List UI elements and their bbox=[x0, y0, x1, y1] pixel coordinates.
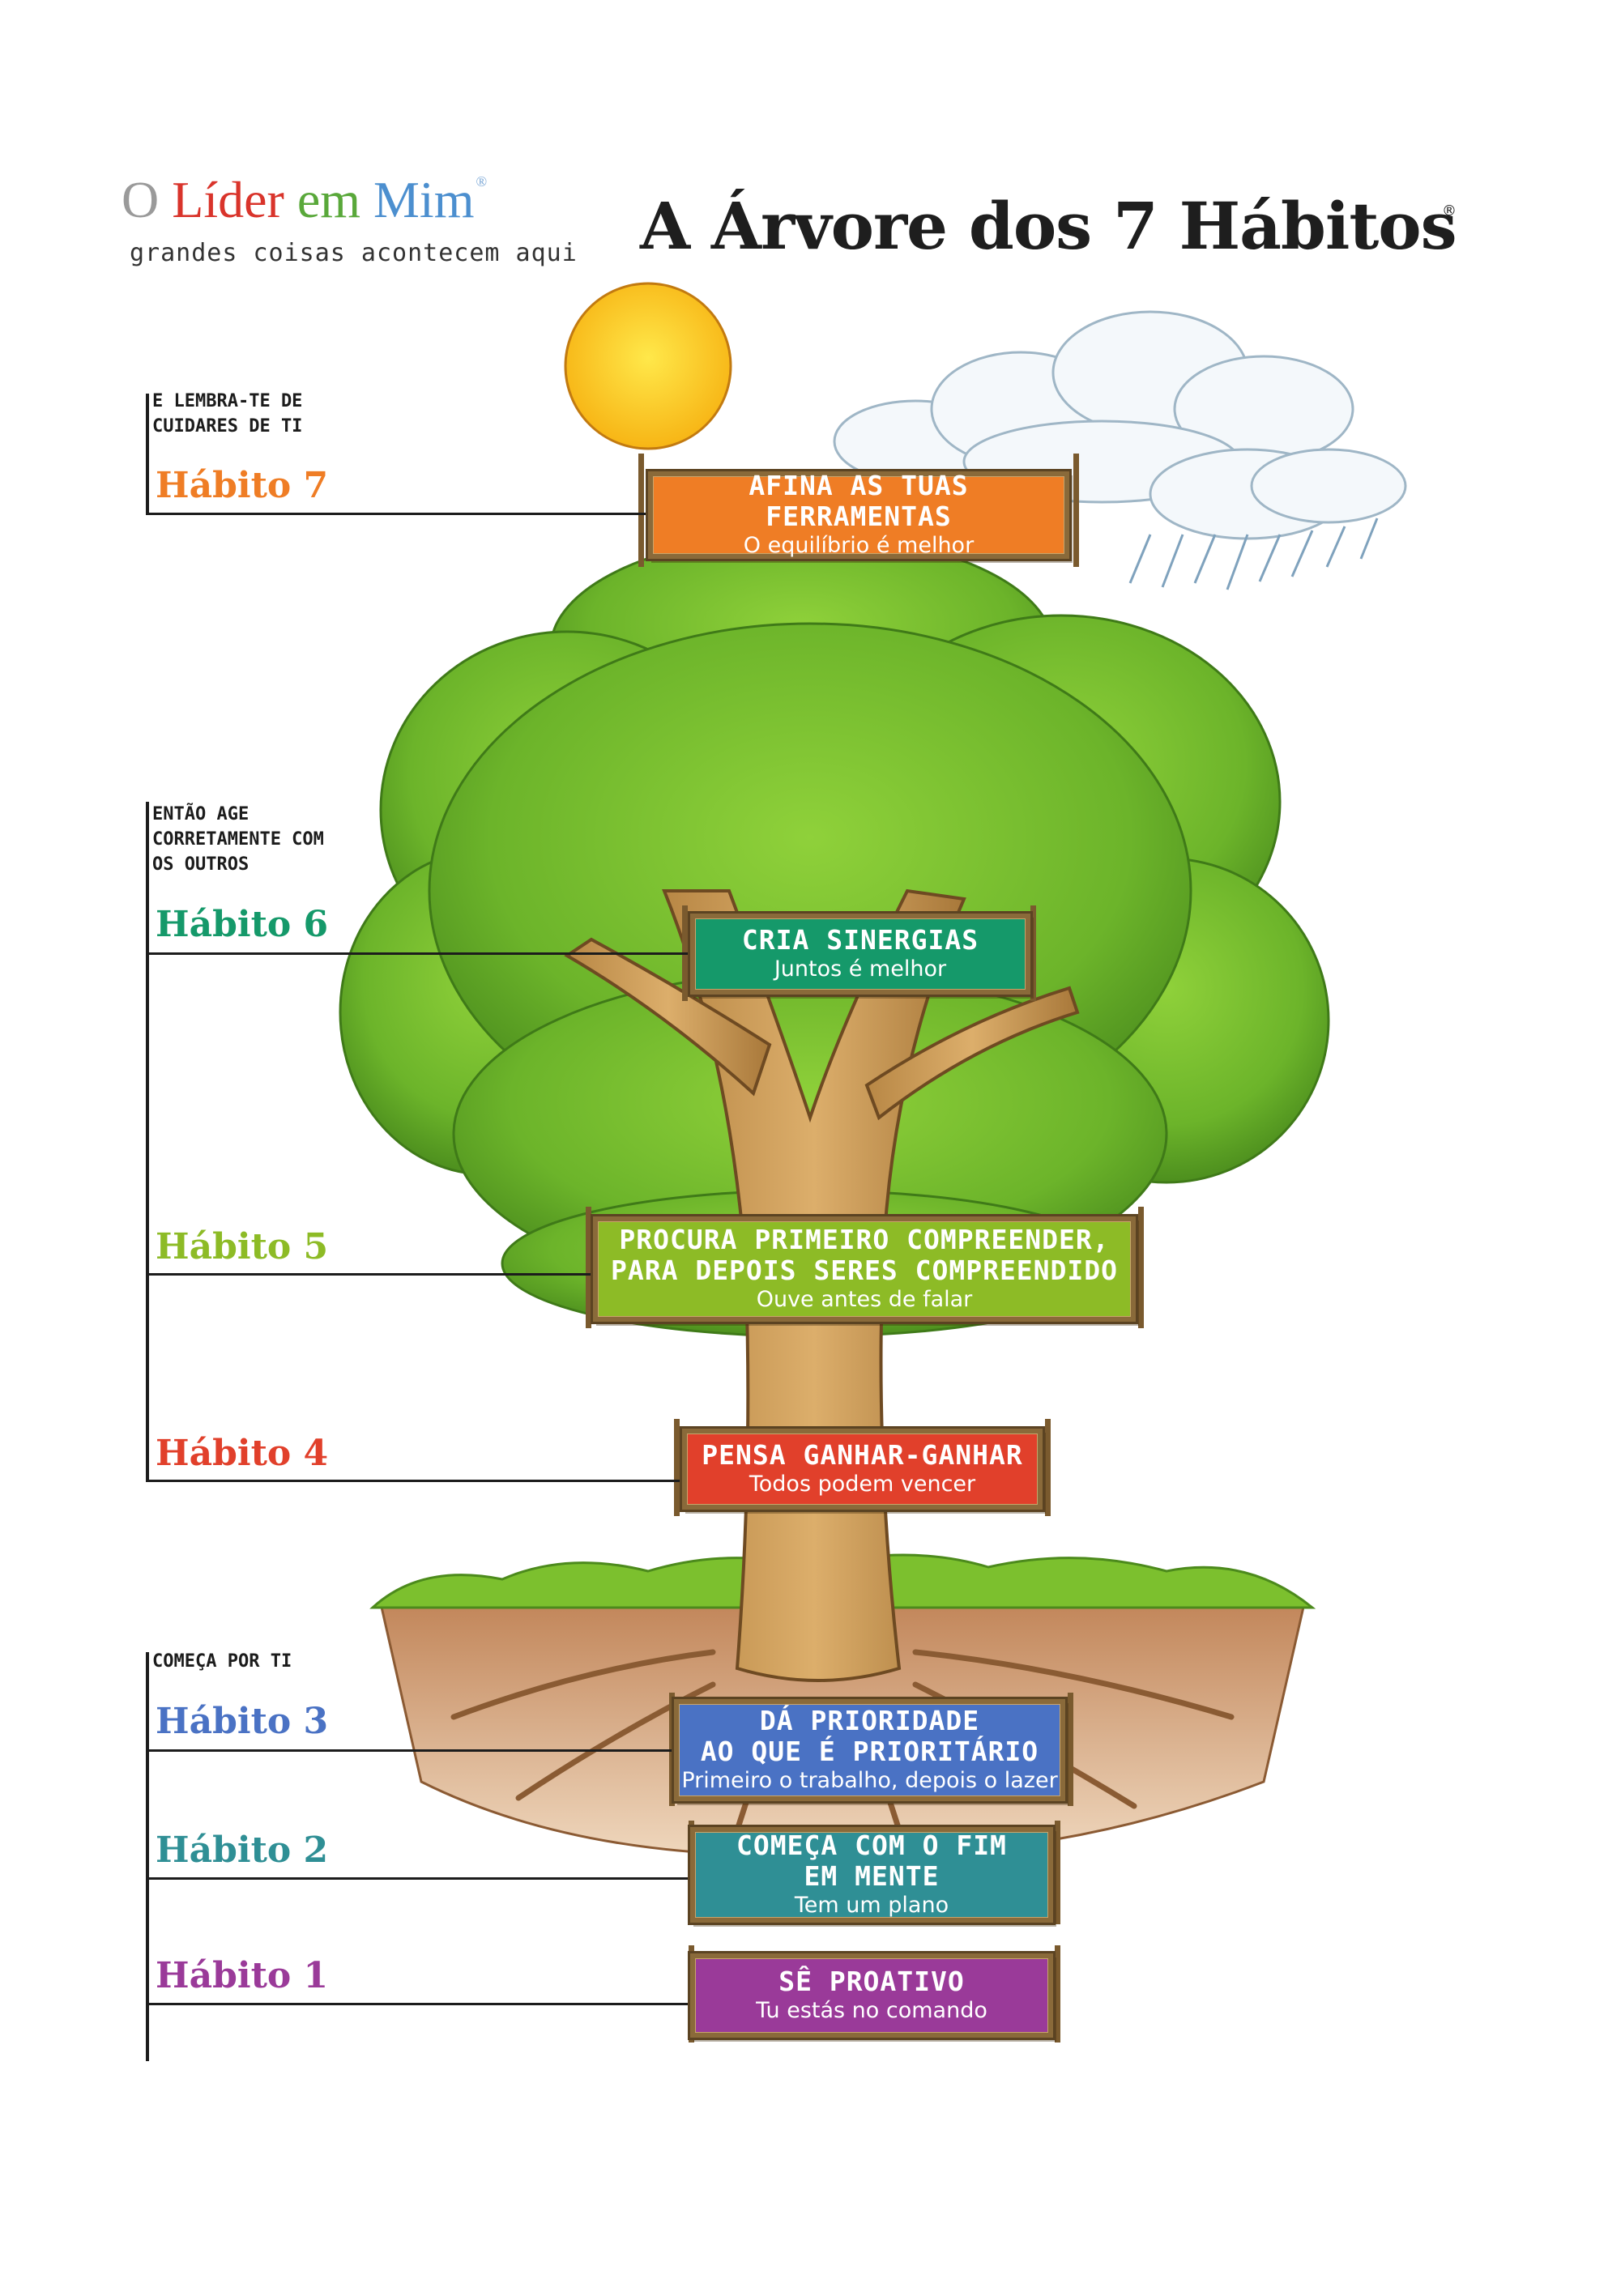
habit-subtitle-5: Ouve antes de falar bbox=[756, 1287, 973, 1312]
habit-sign-4: PENSA GANHAR-GANHAR Todos podem vencer bbox=[680, 1426, 1045, 1512]
habit-sign-2: COMEÇA COM O FIM EM MENTE Tem um plano bbox=[688, 1825, 1056, 1925]
habit-title-6: CRIA SINERGIAS bbox=[741, 924, 979, 956]
habit-subtitle-7: O equilíbrio é melhor bbox=[743, 533, 975, 558]
habit-sign-7: AFINA AS TUAS FERRAMENTAS O equilíbrio é… bbox=[646, 469, 1072, 561]
sun-icon bbox=[564, 282, 732, 450]
section-label-top: E LEMBRA-TE DE CUIDARES DE TI bbox=[152, 391, 303, 437]
habit-title-7: AFINA AS TUAS FERRAMENTAS bbox=[749, 470, 969, 532]
connector-line-1 bbox=[147, 2003, 690, 2005]
habit-title-2a: COMEÇA COM O FIM bbox=[736, 1830, 1007, 1861]
habit-subtitle-6: Juntos é melhor bbox=[774, 956, 947, 982]
habit-label-1: Hábito 1 bbox=[156, 1955, 329, 1996]
section-label-middle: ENTÃO AGE CORRETAMENTE COM OS OUTROS bbox=[152, 804, 324, 875]
connector-line-5 bbox=[147, 1273, 593, 1276]
section-bar-bottom bbox=[146, 1652, 149, 2061]
section-label-bottom: COMEÇA POR TI bbox=[152, 1651, 292, 1672]
registered-mark-icon: ® bbox=[476, 173, 488, 190]
habit-label-3: Hábito 3 bbox=[156, 1701, 329, 1742]
habit-subtitle-4: Todos podem vencer bbox=[749, 1472, 976, 1497]
habit-title-5b: PARA DEPOIS SERES COMPREENDIDO bbox=[610, 1254, 1119, 1286]
connector-line-4 bbox=[147, 1480, 682, 1482]
section-bar-top bbox=[146, 394, 149, 515]
connector-line-6 bbox=[147, 952, 690, 955]
logo-lider: Líder bbox=[172, 171, 284, 228]
connector-line-3 bbox=[147, 1749, 674, 1752]
section-bar-middle bbox=[146, 802, 149, 1482]
habit-subtitle-2: Tem um plano bbox=[794, 1893, 949, 1918]
habit-title-5a: PROCURA PRIMEIRO COMPREENDER, bbox=[619, 1224, 1110, 1255]
habit-title-3a: DÁ PRIORIDADE bbox=[759, 1705, 980, 1736]
habit-title-4: PENSA GANHAR-GANHAR bbox=[702, 1439, 1023, 1471]
habit-sign-6: CRIA SINERGIAS Juntos é melhor bbox=[688, 911, 1033, 997]
habit-sign-5: PROCURA PRIMEIRO COMPREENDER, PARA DEPOI… bbox=[591, 1214, 1138, 1324]
habit-label-7: Hábito 7 bbox=[156, 465, 329, 506]
page-title: A Árvore dos 7 Hábitos bbox=[640, 188, 1457, 264]
registered-mark-icon: ® bbox=[1442, 202, 1457, 219]
habit-label-2: Hábito 2 bbox=[156, 1830, 329, 1871]
connector-line-2 bbox=[147, 1877, 690, 1880]
habit-label-6: Hábito 6 bbox=[156, 904, 329, 945]
habit-label-5: Hábito 5 bbox=[156, 1226, 329, 1267]
logo-mim: Mim bbox=[373, 171, 475, 228]
habit-subtitle-3: Primeiro o trabalho, depois o lazer bbox=[681, 1768, 1058, 1793]
habit-sign-1: SÊ PROATIVO Tu estás no comando bbox=[688, 1951, 1056, 2040]
habit-title-2b: EM MENTE bbox=[804, 1860, 940, 1892]
rain-icon bbox=[1128, 518, 1379, 590]
logo-em: em bbox=[296, 171, 360, 228]
habit-sign-3: DÁ PRIORIDADE AO QUE É PRIORITÁRIO Prime… bbox=[672, 1697, 1068, 1804]
habit-label-4: Hábito 4 bbox=[156, 1433, 329, 1474]
connector-line-7 bbox=[147, 513, 650, 515]
habit-title-1: SÊ PROATIVO bbox=[778, 1966, 965, 1997]
logo-o: O bbox=[122, 171, 160, 228]
habit-title-3b: AO QUE É PRIORITÁRIO bbox=[700, 1736, 1039, 1767]
habit-subtitle-1: Tu estás no comando bbox=[756, 1998, 987, 2023]
tagline: grandes coisas acontecem aqui bbox=[130, 239, 578, 267]
